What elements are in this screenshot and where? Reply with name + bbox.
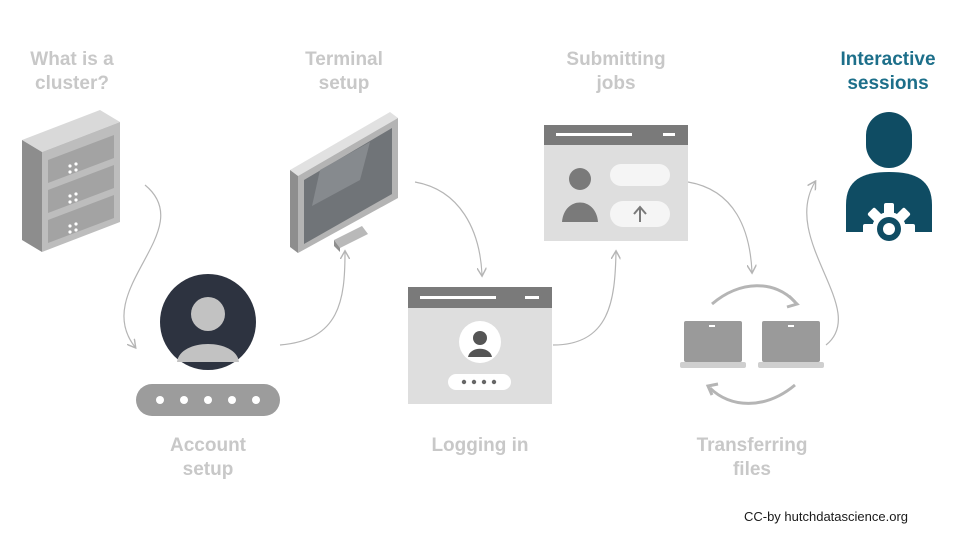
flow-arrows: [123, 181, 839, 347]
step-label-transfer: Transferring files: [696, 435, 808, 480]
step-label-account: Account setup: [170, 435, 246, 480]
step-label-login: Logging in: [431, 435, 529, 456]
login-window-icon: [408, 287, 552, 404]
step-label-cluster: What is a cluster?: [30, 49, 114, 94]
laptops-transfer-icon: [680, 284, 824, 405]
arrow-cluster-to-account: [123, 184, 162, 347]
arrow-login-to-submit: [552, 252, 616, 346]
submit-window-icon: [544, 125, 688, 241]
monitor-icon: [290, 112, 398, 253]
credit-text: CC-by hutchdatascience.org: [743, 509, 908, 524]
password-field-icon: [136, 384, 280, 416]
arrow-terminal-to-login: [414, 181, 482, 275]
user-gear-icon: [846, 112, 932, 255]
arrow-submit-to-transfer: [687, 181, 752, 272]
user-avatar-icon: [160, 274, 256, 370]
arrow-account-to-terminal: [279, 252, 345, 346]
step-label-interactive: Interactive sessions: [840, 49, 936, 94]
step-label-submit: Submitting jobs: [566, 49, 666, 94]
step-label-terminal: Terminal setup: [305, 49, 383, 94]
arrow-transfer-to-interactive: [806, 182, 839, 346]
server-icon: [22, 110, 120, 252]
